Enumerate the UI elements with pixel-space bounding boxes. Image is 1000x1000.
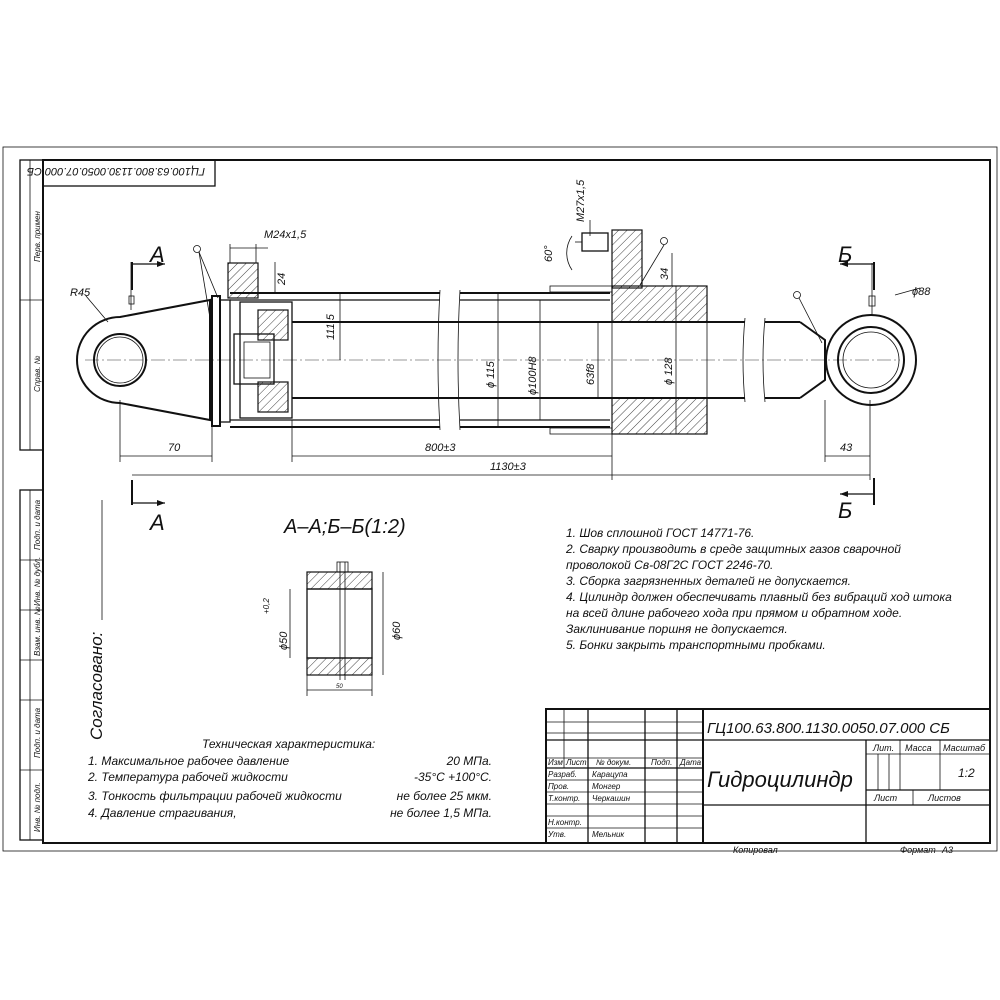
head-list: Лист — [565, 758, 587, 767]
dim-128: ϕ 128 — [663, 357, 675, 385]
note-line-7: Заклинивание поршня не допускается. — [566, 622, 788, 636]
head-podp: Подп. — [651, 758, 672, 767]
tech-value-1: 20 МПа. — [446, 754, 492, 768]
dim-34: 34 — [659, 268, 671, 280]
name-1: Карацупа — [592, 770, 628, 779]
scale-value: 1:2 — [958, 766, 975, 780]
front-gland — [549, 285, 708, 435]
dim-m24: M24x1,5 — [264, 229, 307, 241]
cylinder-assembly: А А Б Б M — [70, 179, 931, 535]
section-mark-a: А А — [131, 242, 165, 535]
side-label-4: Инв. № дубл. — [33, 557, 42, 606]
role-1: Разраб. — [548, 770, 577, 779]
role-3: Т.контр. — [548, 794, 580, 803]
massa-label: Масса — [905, 743, 932, 753]
section-d50: ϕ50 — [278, 631, 290, 650]
dim-r45: R45 — [70, 287, 91, 299]
note-line-1: 1. Шов сплошной ГОСТ 14771-76. — [566, 526, 754, 540]
tech-value-3: не более 25 мкм. — [397, 789, 492, 803]
dim-115: ϕ 115 — [485, 360, 497, 388]
port-fitting-right — [575, 229, 643, 289]
dim-111: 111,5 — [325, 313, 337, 340]
tech-value-4: не более 1,5 МПа. — [390, 806, 492, 820]
dimensions: M24x1,5 R45 24 111,5 ϕ 115 ϕ100H8 63f8 ϕ… — [70, 179, 931, 480]
dim-63: 63f8 — [585, 363, 597, 385]
agreed-label: Согласовано: — [87, 631, 106, 740]
section-d60: ϕ60 — [391, 621, 403, 640]
masshtab-label: Масштаб — [943, 743, 986, 753]
tech-label-4: 4. Давление страгивания, — [88, 806, 237, 820]
note-line-6: на всей длине рабочего хода при прямом и… — [566, 606, 902, 620]
side-label-5: Взам. инв. № — [33, 606, 42, 656]
tech-title: Техническая характеристика: — [202, 737, 375, 751]
tech-characteristics: Техническая характеристика: 1. Максималь… — [87, 737, 492, 820]
title-name: Гидроцилиндр — [707, 767, 853, 792]
role-2: Пров. — [548, 782, 569, 791]
name-3: Черкашин — [592, 794, 631, 803]
dim-24: 24 — [276, 273, 288, 286]
dim-100: ϕ100H8 — [527, 356, 539, 395]
title-block: ГЦ100.63.800.1130.0050.07.000 СБ Гидроци… — [545, 708, 991, 855]
dim-1130: 1130±3 — [490, 461, 527, 473]
rotated-code: ГЦ100.63.800.1130.0050.07.000 СБ — [27, 165, 205, 177]
sheet-label: Лист — [873, 793, 898, 803]
format-value: А3 — [941, 845, 953, 855]
section-b-bottom: Б — [838, 498, 852, 523]
sheets-label: Листов — [927, 793, 961, 803]
section-tol: +0,2 — [262, 598, 271, 614]
technical-notes: 1. Шов сплошной ГОСТ 14771-76. 2. Сварку… — [565, 526, 952, 652]
head-data: Дата — [679, 758, 702, 767]
dim-70: 70 — [168, 442, 181, 454]
role-5: Н.контр. — [548, 818, 582, 827]
tech-value-2: -35°С +100°С. — [414, 770, 492, 784]
format-label: Формат — [900, 845, 936, 855]
rotated-code-box: ГЦ100.63.800.1130.0050.07.000 СБ — [27, 159, 216, 187]
side-label-6: Подп. и дата — [33, 707, 42, 758]
head-doc: № докум. — [596, 758, 631, 767]
side-label-1: Перв. примен — [33, 210, 42, 262]
side-label-2: Справ. № — [33, 355, 42, 392]
dim-m27: M27x1,5 — [575, 179, 587, 222]
cylinder-tube — [230, 289, 610, 431]
section-b-top: Б — [838, 242, 852, 267]
rear-eye — [76, 262, 211, 422]
section-a-top: А — [148, 242, 165, 267]
note-line-8: 5. Бонки закрыть транспортными пробками. — [566, 638, 826, 652]
name-6: Мельник — [592, 830, 625, 839]
name-2: Монгер — [592, 782, 621, 791]
title-code: ГЦ100.63.800.1130.0050.07.000 СБ — [707, 720, 950, 737]
sheet-border — [2, 146, 998, 852]
side-label-3: Подп. и дата — [33, 499, 42, 550]
dim-60deg: 60° — [543, 245, 555, 262]
tech-label-1: 1. Максимальное рабочее давление — [88, 754, 289, 768]
section-view-title: А–А;Б–Б(1:2) — [283, 516, 406, 538]
note-line-3: проволокой Св-08Г2С ГОСТ 2246-70. — [566, 558, 773, 572]
tech-label-2: 2. Температура рабочей жидкости — [87, 770, 288, 784]
copied-label: Копировал — [733, 845, 778, 855]
rear-cap — [211, 295, 221, 427]
lit-label: Лит. — [872, 743, 894, 753]
section-mark-b: Б Б — [838, 242, 875, 523]
agreed-block: Согласовано: — [87, 500, 106, 740]
head-izm: Изм — [548, 758, 563, 767]
piston — [233, 301, 293, 419]
section-view: А–А;Б–Б(1:2) ϕ50 +0,2 ϕ60 50 — [262, 516, 406, 696]
dim-88: ϕ88 — [912, 286, 931, 298]
side-label-7: Инв. № подл. — [33, 782, 42, 832]
side-strip: Перв. примен Справ. № Подп. и дата Инв. … — [19, 159, 44, 841]
note-line-5: 4. Цилиндр должен обеспечивать плавный б… — [566, 590, 952, 604]
section-width: 50 — [336, 684, 343, 690]
note-line-2: 2. Сварку производить в среде защитных г… — [565, 542, 901, 556]
weld-leaders — [193, 237, 823, 344]
dim-43: 43 — [840, 442, 853, 454]
dim-800: 800±3 — [425, 442, 456, 454]
rod-eye — [825, 263, 917, 406]
section-a-bottom: А — [148, 510, 165, 535]
note-line-4: 3. Сборка загрязненных деталей не допуск… — [566, 574, 851, 588]
role-6: Утв. — [547, 830, 566, 839]
tech-label-3: 3. Тонкость фильтрации рабочей жидкости — [88, 789, 342, 803]
